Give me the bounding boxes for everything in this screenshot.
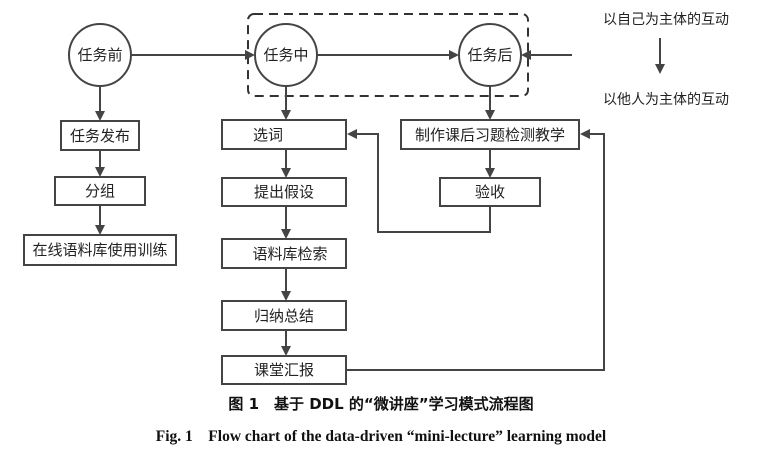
node-before-task-label: 任务前 [77,46,122,64]
arrow-acceptance-to-choose-words [347,129,491,233]
figure-caption-chinese: 图 1 基于 DDL 的“微讲座”学习模式流程图 [228,395,534,413]
arrow-report-to-tutorial [346,129,605,371]
node-make-tutorial-label: 制作课后习题检测教学 [415,126,565,144]
node-propose-hypothesis: 提出假设 [221,177,347,207]
node-grouping-label: 分组 [85,182,115,200]
node-summarize-label: 归纳总结 [254,307,314,325]
node-class-report-label: 课堂汇报 [254,361,314,379]
node-task-release: 任务发布 [60,120,140,151]
node-grouping: 分组 [54,176,146,206]
node-online-corpus-training-label: 在线语料库使用训练 [32,241,167,259]
node-class-report: 课堂汇报 [221,355,347,385]
node-corpus-search: 语料库检索 [221,238,347,269]
legend-other-interaction: 以他人为主体的互动 [603,92,729,108]
node-acceptance-label: 验收 [475,183,505,201]
node-choose-words: 选词 [221,119,347,150]
node-choose-words-label: 选词 [253,126,283,144]
node-summarize: 归纳总结 [221,300,347,331]
node-during-task-label: 任务中 [263,46,308,64]
figure-caption-english: Fig. 1 Flow chart of the data-driven “mi… [155,428,607,445]
legend-self-interaction: 以自己为主体的互动 [603,12,729,28]
node-make-tutorial: 制作课后习题检测教学 [400,119,580,150]
node-after-task-label: 任务后 [467,46,512,64]
node-after-task: 任务后 [458,23,522,87]
node-propose-hypothesis-label: 提出假设 [254,183,314,201]
node-online-corpus-training: 在线语料库使用训练 [23,234,177,266]
node-acceptance: 验收 [439,177,541,207]
flowchart-diagram: 任务前 任务中 任务后 任务发布 分组 在线语料库使用训练 [23,12,729,385]
node-during-task: 任务中 [254,23,318,87]
node-task-release-label: 任务发布 [70,127,130,145]
node-before-task: 任务前 [68,23,132,87]
node-corpus-search-label: 语料库检索 [252,245,327,263]
